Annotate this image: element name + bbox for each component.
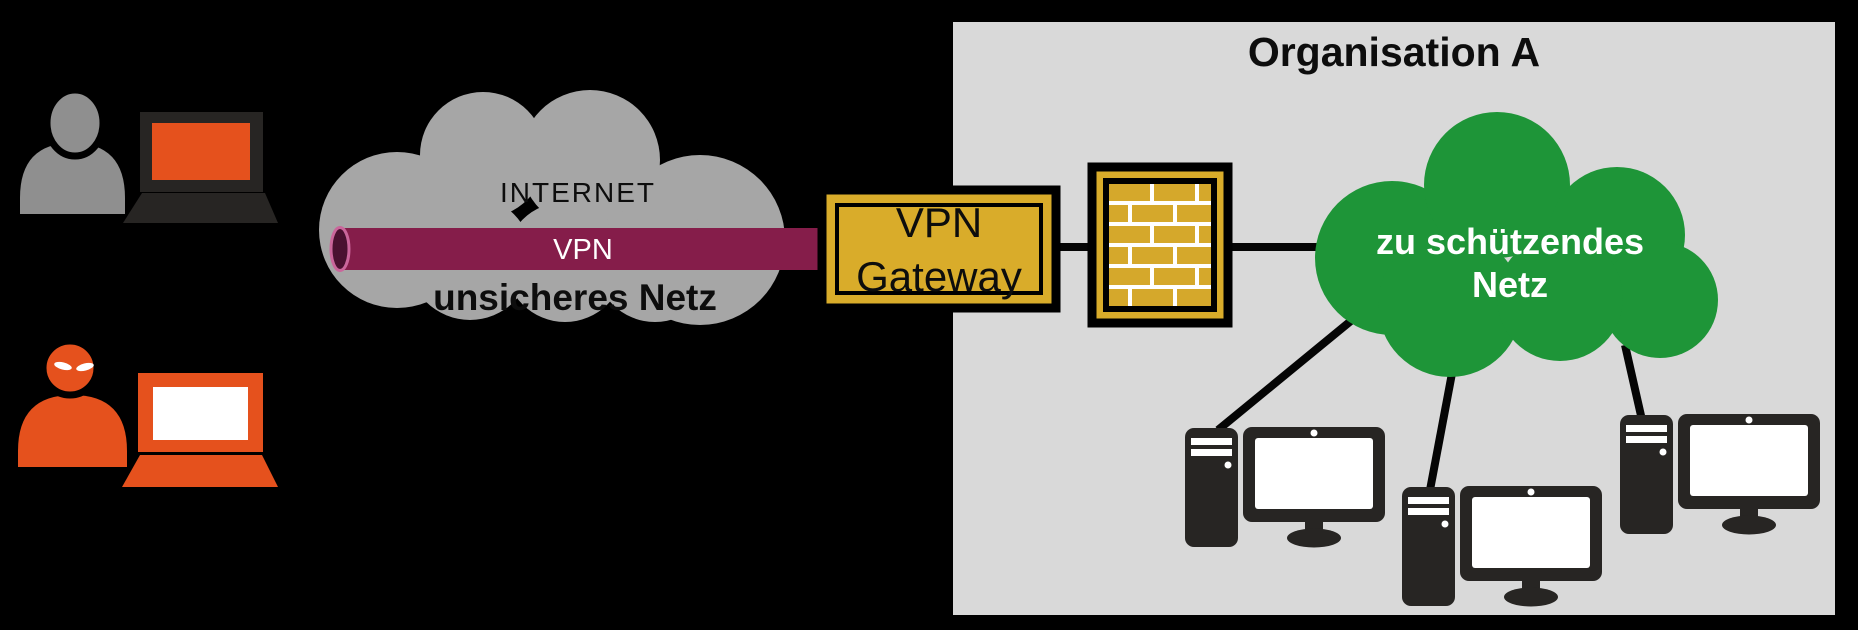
link-cloud-pc2: [1426, 367, 1457, 491]
link-cloud-pc3: [1621, 344, 1646, 421]
vpn-tunnel-opening: [329, 226, 351, 272]
organisation-title: Organisation A: [1248, 29, 1540, 75]
vpn-tunnel-label: VPN: [553, 234, 613, 266]
user-laptop-icon: [123, 112, 278, 223]
link-cloud-pc1: [1215, 316, 1355, 434]
attacker-icon: [18, 337, 127, 467]
vpn-tunnel-pipe: [339, 228, 822, 270]
attacker-eye-right: [76, 362, 94, 372]
vpn-gateway-inner-frame: [835, 203, 1043, 295]
attacker: [18, 337, 278, 487]
vpn-gateway-label-line1: VPN: [896, 199, 982, 246]
vpn-gateway-label-line2: Gateway: [856, 253, 1022, 300]
protected-network-cloud: zu schützendes Netz: [1315, 112, 1718, 377]
internet-label: INTERNET: [500, 177, 656, 208]
vpn-gateway-box: [817, 185, 1061, 313]
vpn-tunnel: VPN: [329, 226, 822, 272]
vpn-gateway: VPN Gateway: [817, 185, 1061, 313]
protected-cloud-icon: [1315, 112, 1718, 377]
attacker-laptop-icon: [122, 373, 278, 487]
firewall-bricks: [1109, 184, 1211, 306]
protected-net-label-line2: Netz: [1472, 264, 1548, 305]
firewall-icon: [1087, 162, 1233, 328]
unsafe-net-label: unsicheres Netz: [433, 277, 717, 318]
internet-cloud: INTERNET unsicheres Netz: [319, 90, 785, 325]
attacker-eye-left: [54, 361, 72, 371]
user-icon: [20, 86, 125, 214]
remote-user: [20, 86, 278, 223]
network-links: [1056, 243, 1646, 491]
protected-net-label-line1: zu schützendes: [1376, 221, 1644, 262]
